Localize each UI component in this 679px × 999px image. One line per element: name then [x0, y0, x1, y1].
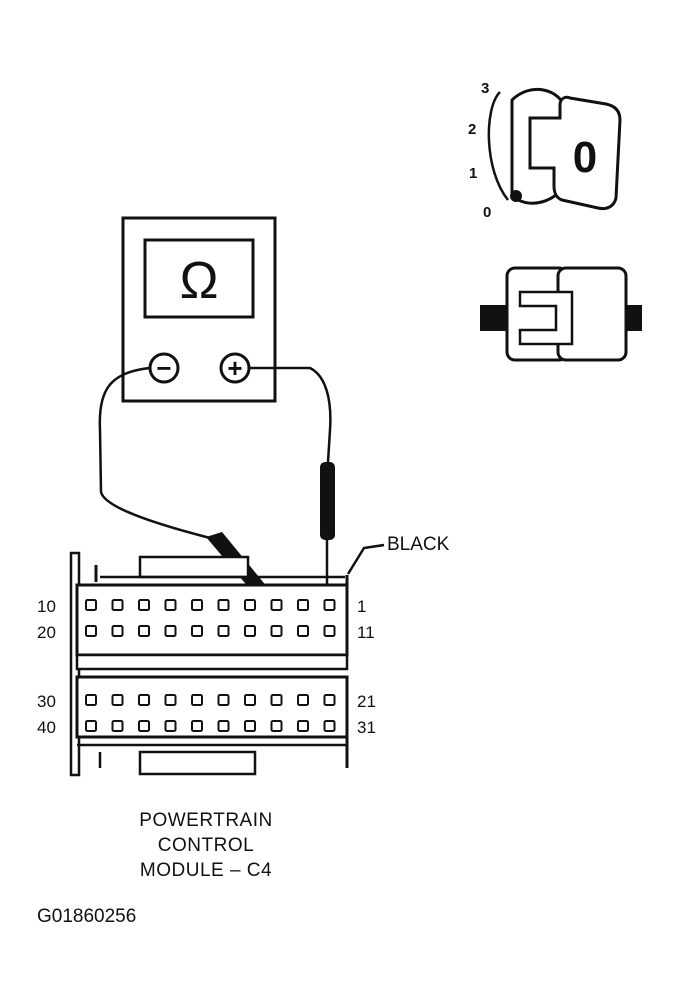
negative-symbol: −	[156, 353, 171, 383]
caption-line-1: POWERTRAIN	[139, 810, 272, 831]
pin-cavity	[244, 720, 256, 732]
connector-latch	[518, 290, 574, 346]
pin-label-21: 21	[357, 692, 376, 711]
pin-cavity	[85, 625, 97, 637]
ignition-key	[528, 95, 622, 211]
pin-label-30: 30	[37, 692, 56, 711]
position-marker	[510, 190, 522, 202]
position-arc	[487, 91, 509, 201]
positive-terminal[interactable]: +	[219, 352, 251, 384]
pin-cavity	[191, 720, 203, 732]
pin-cavity	[138, 694, 150, 706]
negative-terminal[interactable]: −	[148, 352, 180, 384]
pin-cavity	[191, 694, 203, 706]
caption-line-3: MODULE – C4	[140, 860, 272, 881]
pin-label-40: 40	[37, 718, 56, 737]
positive-probe[interactable]	[320, 462, 335, 602]
pin-cavity	[138, 625, 150, 637]
test-leads	[98, 366, 332, 540]
pin-cavity	[85, 599, 97, 611]
pin-cavity	[217, 599, 230, 611]
meter-display	[143, 238, 255, 319]
pin-label-31: 31	[357, 718, 376, 737]
pin-cavity	[111, 625, 124, 637]
pin-cavity	[270, 625, 283, 637]
pin-cavity	[323, 694, 336, 706]
ohm-symbol: Ω	[180, 252, 219, 310]
ignition-position-0: 0	[483, 204, 491, 221]
pin-cavity	[244, 599, 256, 611]
pin-cavity	[164, 694, 177, 706]
pin-label-10: 10	[37, 597, 56, 616]
callout-leader	[346, 543, 385, 575]
positive-symbol: +	[227, 353, 242, 383]
pin-cavity	[323, 599, 336, 611]
ohmmeter: Ω − +	[121, 216, 277, 403]
ignition-position-1: 1	[469, 165, 477, 182]
pin-cavity	[270, 694, 283, 706]
pin-label-1: 1	[357, 597, 366, 616]
pin-label-11: 11	[357, 623, 375, 642]
caption-line-2: CONTROL	[158, 835, 254, 856]
pin-cavities	[85, 599, 336, 732]
pin-cavity	[138, 599, 150, 611]
pin-cavity	[85, 720, 97, 732]
positive-probe-handle	[320, 462, 335, 540]
pin-cavity	[244, 694, 256, 706]
connector-bottom-tab	[138, 750, 257, 776]
pin-cavity	[323, 720, 336, 732]
pin-cavity	[217, 625, 230, 637]
pcm-connector: 10 20 30 40 1 11 21 31	[37, 551, 376, 777]
pin-cavity	[191, 625, 203, 637]
pin-cavity	[191, 599, 203, 611]
pin-cavity	[111, 694, 124, 706]
connector-upper-body	[75, 583, 349, 657]
pin-cavity	[297, 720, 309, 732]
pin-cavity	[270, 599, 283, 611]
ignition-switch: 0 3 2 1 0	[468, 80, 622, 221]
pin-cavity	[111, 720, 124, 732]
pin-cavity	[323, 625, 336, 637]
pin-cavity	[164, 599, 177, 611]
connector-top-tab	[138, 555, 250, 579]
pin-cavity	[217, 694, 230, 706]
figure-id: G01860256	[37, 906, 136, 927]
disconnected-connector-icon	[480, 266, 642, 362]
pin-cavity	[297, 694, 309, 706]
ignition-position-3: 3	[481, 80, 489, 97]
color-callout: BLACK	[346, 534, 450, 575]
pin-cavity	[138, 720, 150, 732]
pin-cavity	[217, 720, 230, 732]
pin-label-20: 20	[37, 623, 56, 642]
pin-cavity	[244, 625, 256, 637]
ignition-position-2: 2	[468, 121, 476, 138]
negative-lead-wire	[98, 366, 211, 540]
pin-cavity	[85, 694, 97, 706]
pin-cavity	[297, 625, 309, 637]
connector-color-label: BLACK	[387, 534, 450, 555]
pin-cavity	[164, 720, 177, 732]
key-letter: 0	[573, 133, 597, 182]
pin-cavity	[297, 599, 309, 611]
pin-cavity	[270, 720, 283, 732]
pin-cavity	[111, 599, 124, 611]
pin-cavity	[164, 625, 177, 637]
connector-middle-bar	[75, 653, 349, 671]
positive-lead-wire	[249, 366, 332, 463]
